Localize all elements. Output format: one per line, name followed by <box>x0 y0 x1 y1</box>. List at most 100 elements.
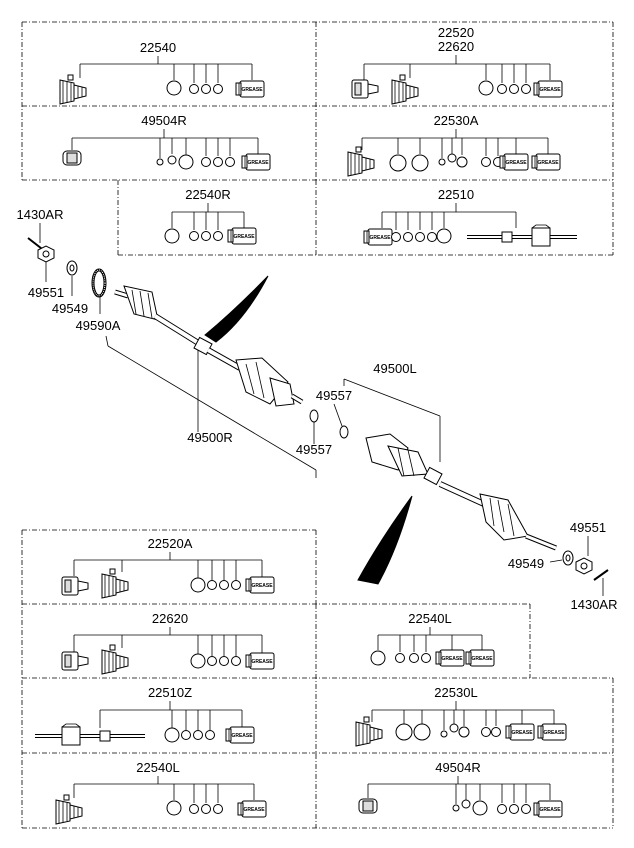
part-label: 1430AR <box>17 207 64 222</box>
kit-label: 49504R <box>435 760 481 775</box>
shaft-icon <box>465 223 579 248</box>
ring-icon <box>213 231 223 241</box>
ring-icon <box>413 723 431 741</box>
ring-icon <box>521 804 531 814</box>
kit-22520-22620: 22520 22620 GREASE <box>351 25 563 105</box>
bearing-icon <box>62 150 82 166</box>
part-label: 49500R <box>187 430 233 445</box>
direction-arrow <box>204 275 269 343</box>
damper-icon <box>423 466 443 486</box>
left-shaft-assembly: 49500L 49557 49551 1430AR 49549 <box>316 361 618 612</box>
clip-icon <box>438 158 446 166</box>
ring-icon <box>207 656 217 666</box>
grease-label: GREASE <box>537 160 559 166</box>
ring-icon <box>178 154 194 170</box>
inner-joint-icon <box>269 377 295 407</box>
grease-label: GREASE <box>231 733 253 739</box>
ring-icon <box>497 84 507 94</box>
kit-label: 22520 <box>438 25 474 40</box>
boot-icon <box>355 716 383 747</box>
kit-22540L-bottom: 22540L GREASE <box>55 760 267 825</box>
grease-label: GREASE <box>471 656 493 662</box>
ring-icon <box>395 653 405 663</box>
part-label: 49557 <box>296 442 332 457</box>
clip-icon <box>452 804 460 812</box>
ring-icon <box>415 232 425 242</box>
ring-icon <box>213 157 223 167</box>
kit-49504R-top: 49504R GREASE <box>62 113 271 171</box>
outer-boot-icon <box>123 285 159 321</box>
ring-icon <box>189 231 199 241</box>
kit-label: 22540R <box>185 187 231 202</box>
ring-icon <box>219 580 229 590</box>
ring-icon <box>411 154 429 172</box>
ring-icon <box>189 84 199 94</box>
grease-label: GREASE <box>251 659 273 665</box>
ring-icon <box>509 84 519 94</box>
kit-label: 22620 <box>152 611 188 626</box>
circlip-icon <box>339 425 349 439</box>
boot-icon <box>347 146 375 177</box>
ring-icon <box>219 656 229 666</box>
outer-boot-icon <box>479 493 529 541</box>
part-label: 49557 <box>316 388 352 403</box>
part-label: 49551 <box>28 285 64 300</box>
ring-icon <box>225 157 235 167</box>
ring-icon <box>189 804 199 814</box>
direction-arrow <box>357 495 413 585</box>
ring-icon <box>201 231 211 241</box>
ring-icon <box>481 157 491 167</box>
ring-icon <box>509 804 519 814</box>
ring-icon <box>207 580 217 590</box>
ring-icon <box>436 228 452 244</box>
ring-icon <box>213 84 223 94</box>
ring-icon <box>456 156 468 168</box>
kit-label: 22530A <box>434 113 479 128</box>
top-kit-group <box>21 21 614 256</box>
joint-housing-icon <box>351 79 379 99</box>
ring-icon <box>201 157 211 167</box>
ring-icon <box>497 804 507 814</box>
part-label: 49590A <box>76 318 121 333</box>
ring-icon <box>201 84 211 94</box>
kit-22540-top: 22540 GREASE <box>59 40 265 105</box>
boot-icon <box>101 568 129 599</box>
shaft-icon <box>33 722 147 747</box>
kit-label: 22540 <box>140 40 176 55</box>
kit-label: 22540L <box>136 760 179 775</box>
ring-icon <box>166 800 182 816</box>
bearing-icon <box>358 798 378 814</box>
kit-22540L-mid: 22540L GREASE GREASE <box>370 611 495 667</box>
ring-icon <box>461 799 471 809</box>
ring-icon <box>458 726 470 738</box>
ring-icon <box>213 804 223 814</box>
ring-icon <box>164 727 180 743</box>
ring-icon <box>395 723 413 741</box>
kit-label: 22510Z <box>148 685 192 700</box>
kit-22510Z: 22510Z GREASE <box>33 685 255 747</box>
ring-icon <box>391 232 401 242</box>
clip-icon <box>156 158 164 166</box>
ring-icon <box>481 727 491 737</box>
part-label: 1430AR <box>571 597 618 612</box>
grease-label: GREASE <box>441 656 463 662</box>
boot-icon <box>101 644 129 675</box>
ring-icon <box>205 730 215 740</box>
ring-icon <box>370 650 386 666</box>
grease-label: GREASE <box>243 807 265 813</box>
part-label: 49549 <box>52 301 88 316</box>
ring-icon <box>521 84 531 94</box>
kit-22620-mid: 22620 GREASE <box>61 611 275 675</box>
kit-22540R: 22540R GREASE <box>164 187 257 245</box>
ring-icon <box>421 653 431 663</box>
right-shaft-assembly: 1430AR 49551 49549 49590A 49500R <box>17 207 332 478</box>
grease-label: GREASE <box>247 160 269 166</box>
boot-icon <box>55 794 83 825</box>
ring-icon <box>231 656 241 666</box>
grease-label: GREASE <box>233 234 255 240</box>
kit-label: 22510 <box>438 187 474 202</box>
grease-label: GREASE <box>539 807 561 813</box>
abs-ring-icon <box>91 268 107 298</box>
joint-housing-icon <box>61 576 89 596</box>
